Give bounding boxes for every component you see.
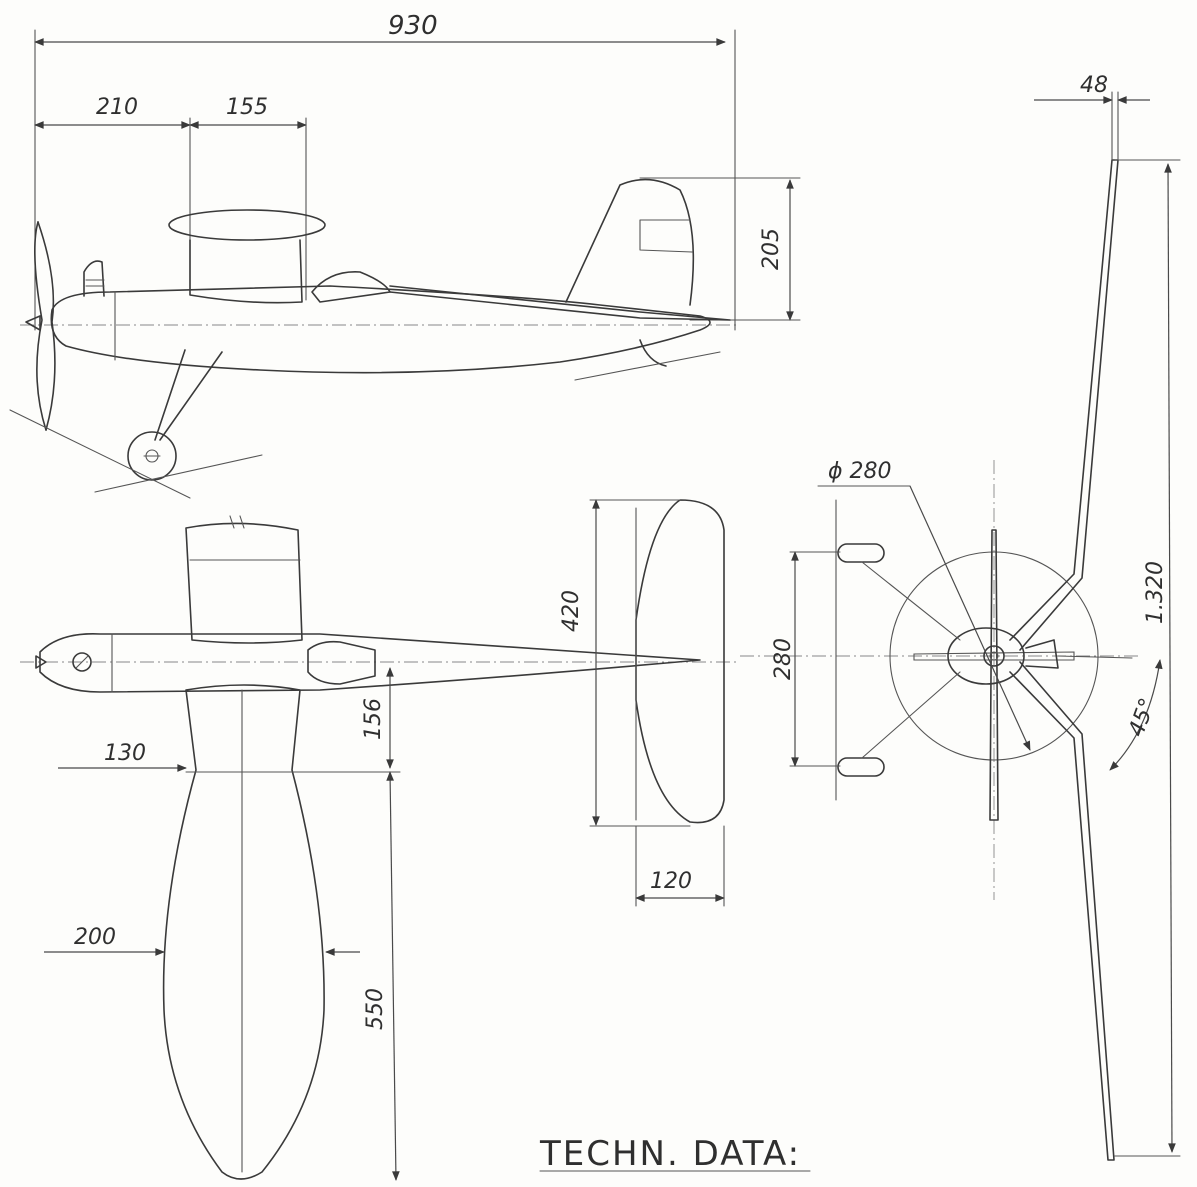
dim-wing-tip-chord: 200 xyxy=(74,925,116,950)
dim-dihedral-angle: 45° xyxy=(1124,695,1161,740)
dim-wingspan: 1.320 xyxy=(1143,561,1168,624)
dim-wing-chord-side: 155 xyxy=(226,95,268,120)
side-view: 930 210 155 205 xyxy=(9,11,801,499)
dim-propeller-dia: ϕ 280 xyxy=(828,459,892,484)
dim-wing-root-chord: 130 xyxy=(104,741,146,766)
dim-wing-center-chord: 156 xyxy=(361,698,386,740)
dim-wing-half-span: 550 xyxy=(363,988,388,1030)
dim-nose-to-wing: 210 xyxy=(96,95,138,120)
dim-wheel-track: 280 xyxy=(771,638,796,680)
dim-stab-chord: 120 xyxy=(650,869,692,894)
dim-wing-thickness: 48 xyxy=(1080,73,1108,98)
dim-height: 205 xyxy=(759,228,784,270)
dim-stab-span: 420 xyxy=(559,590,584,632)
caption-techn-data: TECHN. DATA: xyxy=(539,1134,801,1174)
front-view: ϕ 280 280 48 1.320 45° xyxy=(740,73,1181,1161)
top-view: 420 120 156 130 200 550 xyxy=(20,499,740,1181)
dim-overall-length: 930 xyxy=(388,11,438,41)
